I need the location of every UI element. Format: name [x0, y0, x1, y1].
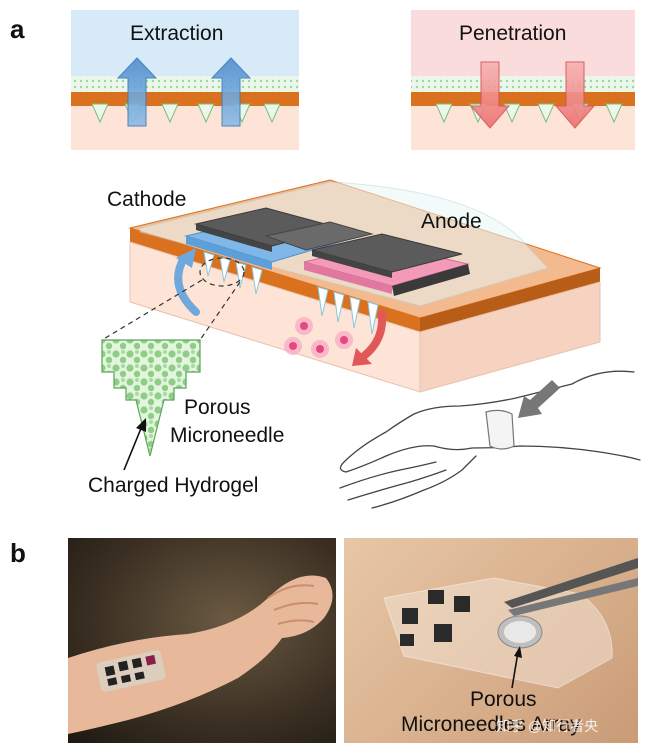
porous-microneedle-label-line2: Microneedle: [170, 424, 285, 447]
extraction-curved-arrow: [174, 248, 200, 316]
charged-hydrogel-label: Charged Hydrogel: [88, 474, 259, 497]
extraction-label: Extraction: [130, 22, 224, 45]
array-label-line1: Porous: [470, 688, 537, 711]
penetration-arrow-1: [469, 61, 511, 129]
porous-microneedle-zoom: [101, 339, 201, 457]
wrist-photo: [68, 538, 336, 743]
patch-closeup-photo: [344, 538, 638, 743]
penetration-arrow-2: [554, 61, 596, 129]
cathode-label: Cathode: [107, 188, 187, 211]
penetration-curved-arrow: [352, 310, 387, 366]
charged-hydrogel-pointer: [123, 418, 146, 471]
panel-a-schematic: [71, 10, 641, 509]
drug-molecules: [284, 317, 353, 358]
tweezers: [504, 558, 638, 616]
panel-a-letter: a: [10, 14, 25, 44]
microneedle-array-disc: [497, 615, 543, 649]
anode-electrode: [303, 233, 470, 296]
penetration-label: Penetration: [459, 22, 567, 45]
patch-electrodes: [400, 590, 470, 646]
zoom-indicator: [101, 257, 245, 341]
arm-pointer-arrow: [518, 380, 560, 418]
watermark: 知乎 @知行者央: [496, 718, 599, 734]
extraction-arrow-1: [116, 57, 158, 127]
array-pointer: [511, 651, 519, 689]
porous-microneedle-label-line1: Porous: [184, 396, 251, 419]
array-label-line2: Microneedles Array: [401, 713, 581, 736]
wrist-band: [485, 409, 515, 450]
wrist-patch: [96, 650, 166, 692]
panel-b-letter: b: [10, 538, 26, 568]
arm-hand-illustration: [339, 370, 641, 509]
anode-label: Anode: [421, 210, 482, 233]
extraction-arrow-2: [210, 57, 252, 127]
forearm-shape: [68, 575, 333, 734]
